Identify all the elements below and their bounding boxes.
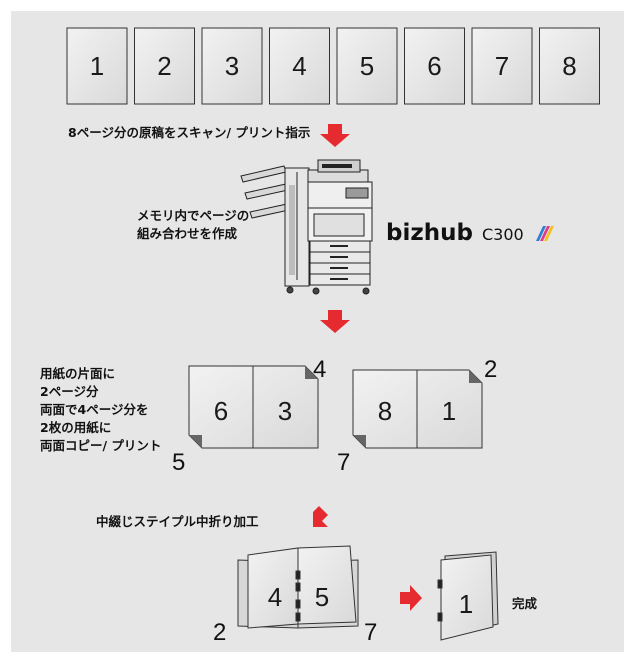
original-page-number: 6 (427, 51, 441, 81)
duplex-description-line: 両面コピー/ プリント (40, 438, 161, 453)
duplex-description-line: 2枚の用紙に (40, 420, 111, 435)
original-page (269, 27, 330, 105)
original-page-number: 8 (562, 51, 576, 81)
original-page (336, 27, 398, 105)
memory-combine-text-line2: 組み合わせを作成 (137, 226, 238, 241)
original-page-number: 1 (90, 51, 104, 81)
mfp-device-illustration (240, 159, 373, 295)
original-pages-row: 1 2 3 4 5 6 7 8 (66, 27, 600, 105)
duplex-sheet-a: 6 3 (188, 365, 319, 449)
booklet-right-label: 7 (364, 619, 377, 646)
arrow-down-icon (320, 310, 350, 333)
original-page (539, 27, 600, 105)
sheet-a-left-page: 6 (214, 396, 228, 426)
sheet-b-right-page: 1 (442, 396, 456, 426)
duplex-sheet-b: 8 1 (352, 369, 483, 449)
booklet-left-label: 2 (213, 619, 226, 646)
original-page-number: 5 (360, 51, 374, 81)
sheet-b-back-top-label: 2 (484, 356, 497, 383)
background-panel (11, 11, 624, 652)
original-page-number: 7 (495, 51, 509, 81)
arrow-diagonal-icon (313, 506, 328, 527)
finished-booklet (437, 551, 499, 641)
memory-combine-text-line1: メモリ内でページの (137, 208, 249, 223)
done-text: 完成 (512, 596, 538, 611)
booklet-left-page: 4 (268, 582, 282, 612)
original-page-number: 2 (157, 51, 171, 81)
bizhub-color-stripes-icon (536, 226, 554, 241)
finished-booklet-page: 1 (459, 589, 473, 619)
original-page (404, 27, 465, 105)
duplex-description-line: 両面で4ページ分を (40, 402, 148, 417)
booklet-right-page: 5 (315, 582, 329, 612)
original-page (201, 27, 263, 105)
model-name: C300 (482, 225, 524, 244)
original-page-number: 4 (292, 51, 306, 81)
original-page (134, 27, 195, 105)
finishing-text: 中綴じステイプル中折り加工 (96, 514, 259, 529)
duplex-description-line: 2ページ分 (40, 384, 99, 399)
arrow-right-icon (400, 585, 422, 611)
sheet-b-left-page: 8 (378, 396, 392, 426)
original-page-number: 3 (225, 51, 239, 81)
scan-instruction-text: 8ページ分の原稿をスキャン/ プリント指示 (68, 125, 311, 140)
original-page (471, 27, 533, 105)
sheet-a-back-top-label: 4 (313, 356, 326, 383)
brand-name: bizhub (386, 220, 473, 246)
arrow-down-icon (320, 124, 350, 147)
booklet-open (237, 545, 359, 629)
duplex-description-line: 用紙の片面に (39, 366, 115, 381)
original-page (66, 27, 128, 105)
sheet-a-right-page: 3 (278, 396, 292, 426)
sheet-b-back-bottom-label: 7 (337, 449, 350, 476)
sheet-a-back-bottom-label: 5 (172, 449, 185, 476)
